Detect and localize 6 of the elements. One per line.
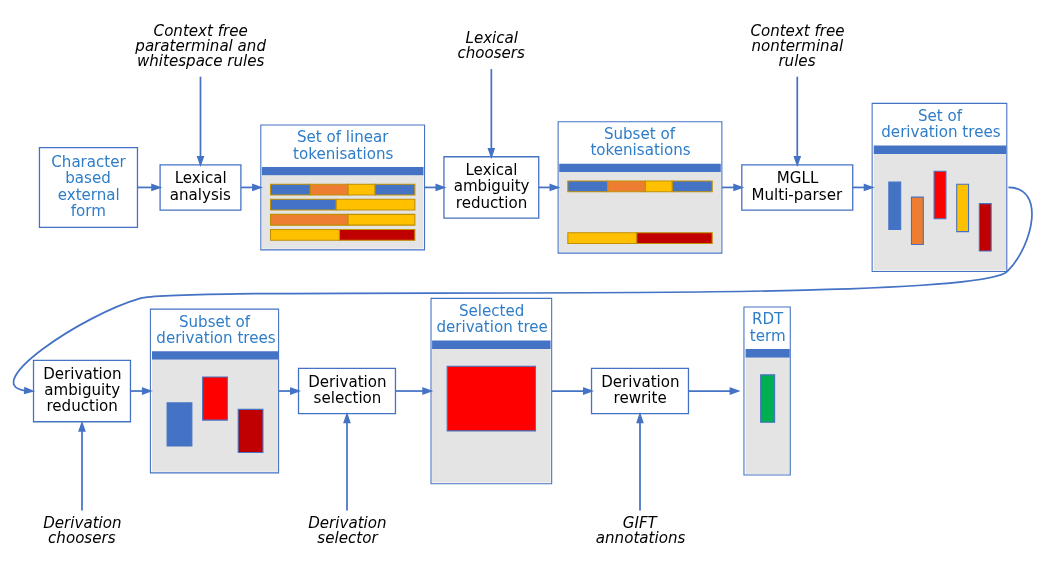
node-text: GIFT annotations (595, 514, 686, 548)
node-text: Derivation choosers (43, 514, 122, 548)
node-text: Context free paraterminal and whitespace rules (135, 21, 266, 70)
node-text: Context free nonterminal rules (750, 21, 845, 70)
node-text: Derivation selector (308, 514, 387, 548)
node-text: Lexical choosers (457, 29, 525, 63)
